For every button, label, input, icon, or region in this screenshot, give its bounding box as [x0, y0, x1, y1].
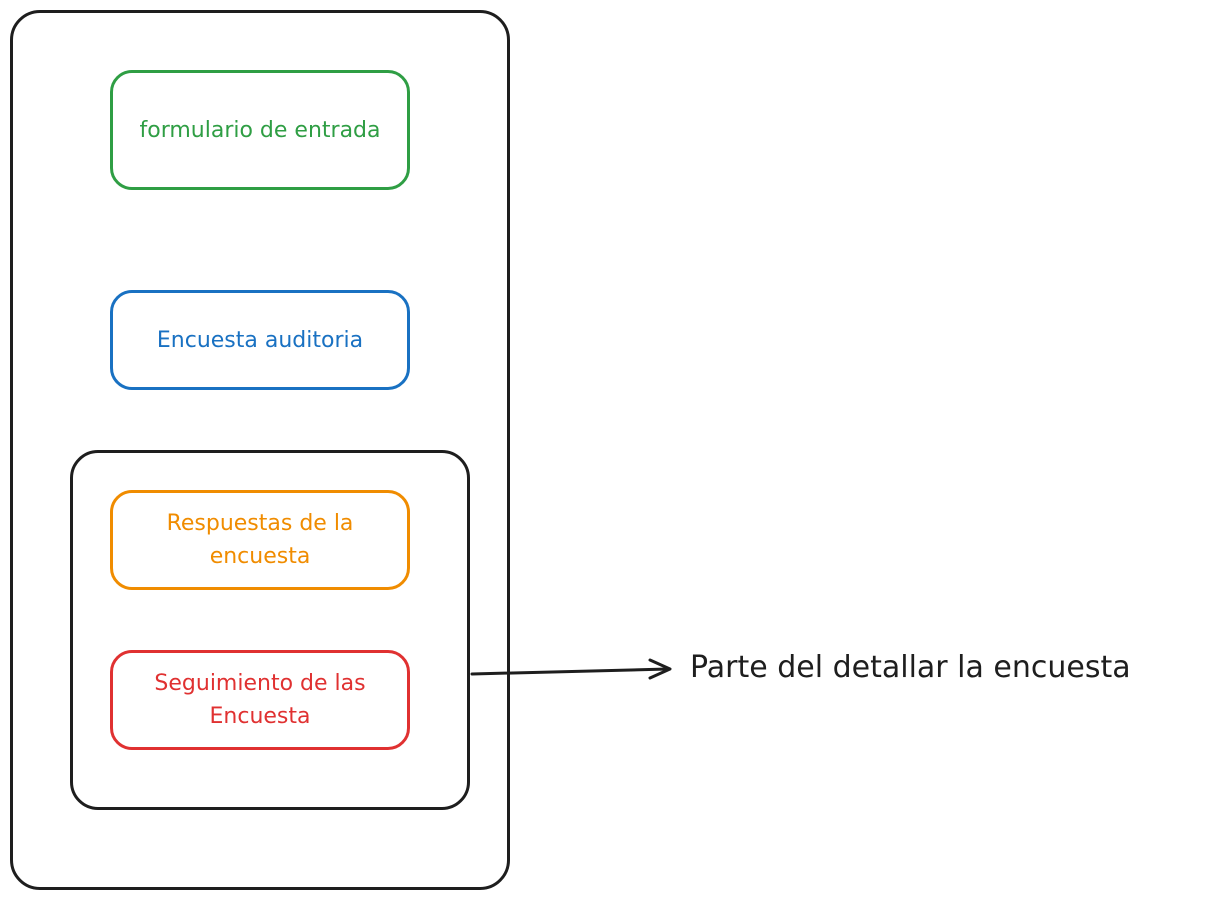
survey-node-label: Encuesta auditoria	[156, 327, 364, 353]
arrowhead-icon	[648, 658, 672, 680]
survey-node[interactable]: Encuesta auditoria	[110, 290, 410, 390]
form-node-label: formulario de entrada	[139, 117, 381, 143]
outer-container	[10, 10, 510, 890]
callout-label: Parte del detallar la encuesta	[690, 650, 1131, 685]
responses-node[interactable]: Respuestas de la encuesta	[110, 490, 410, 590]
form-node[interactable]: formulario de entrada	[110, 70, 410, 190]
detail-group	[70, 450, 470, 810]
responses-node-label: Respuestas de la encuesta	[166, 511, 354, 569]
tracking-node[interactable]: Seguimiento de las Encuesta	[110, 650, 410, 750]
tracking-node-label: Seguimiento de las Encuesta	[154, 671, 366, 729]
